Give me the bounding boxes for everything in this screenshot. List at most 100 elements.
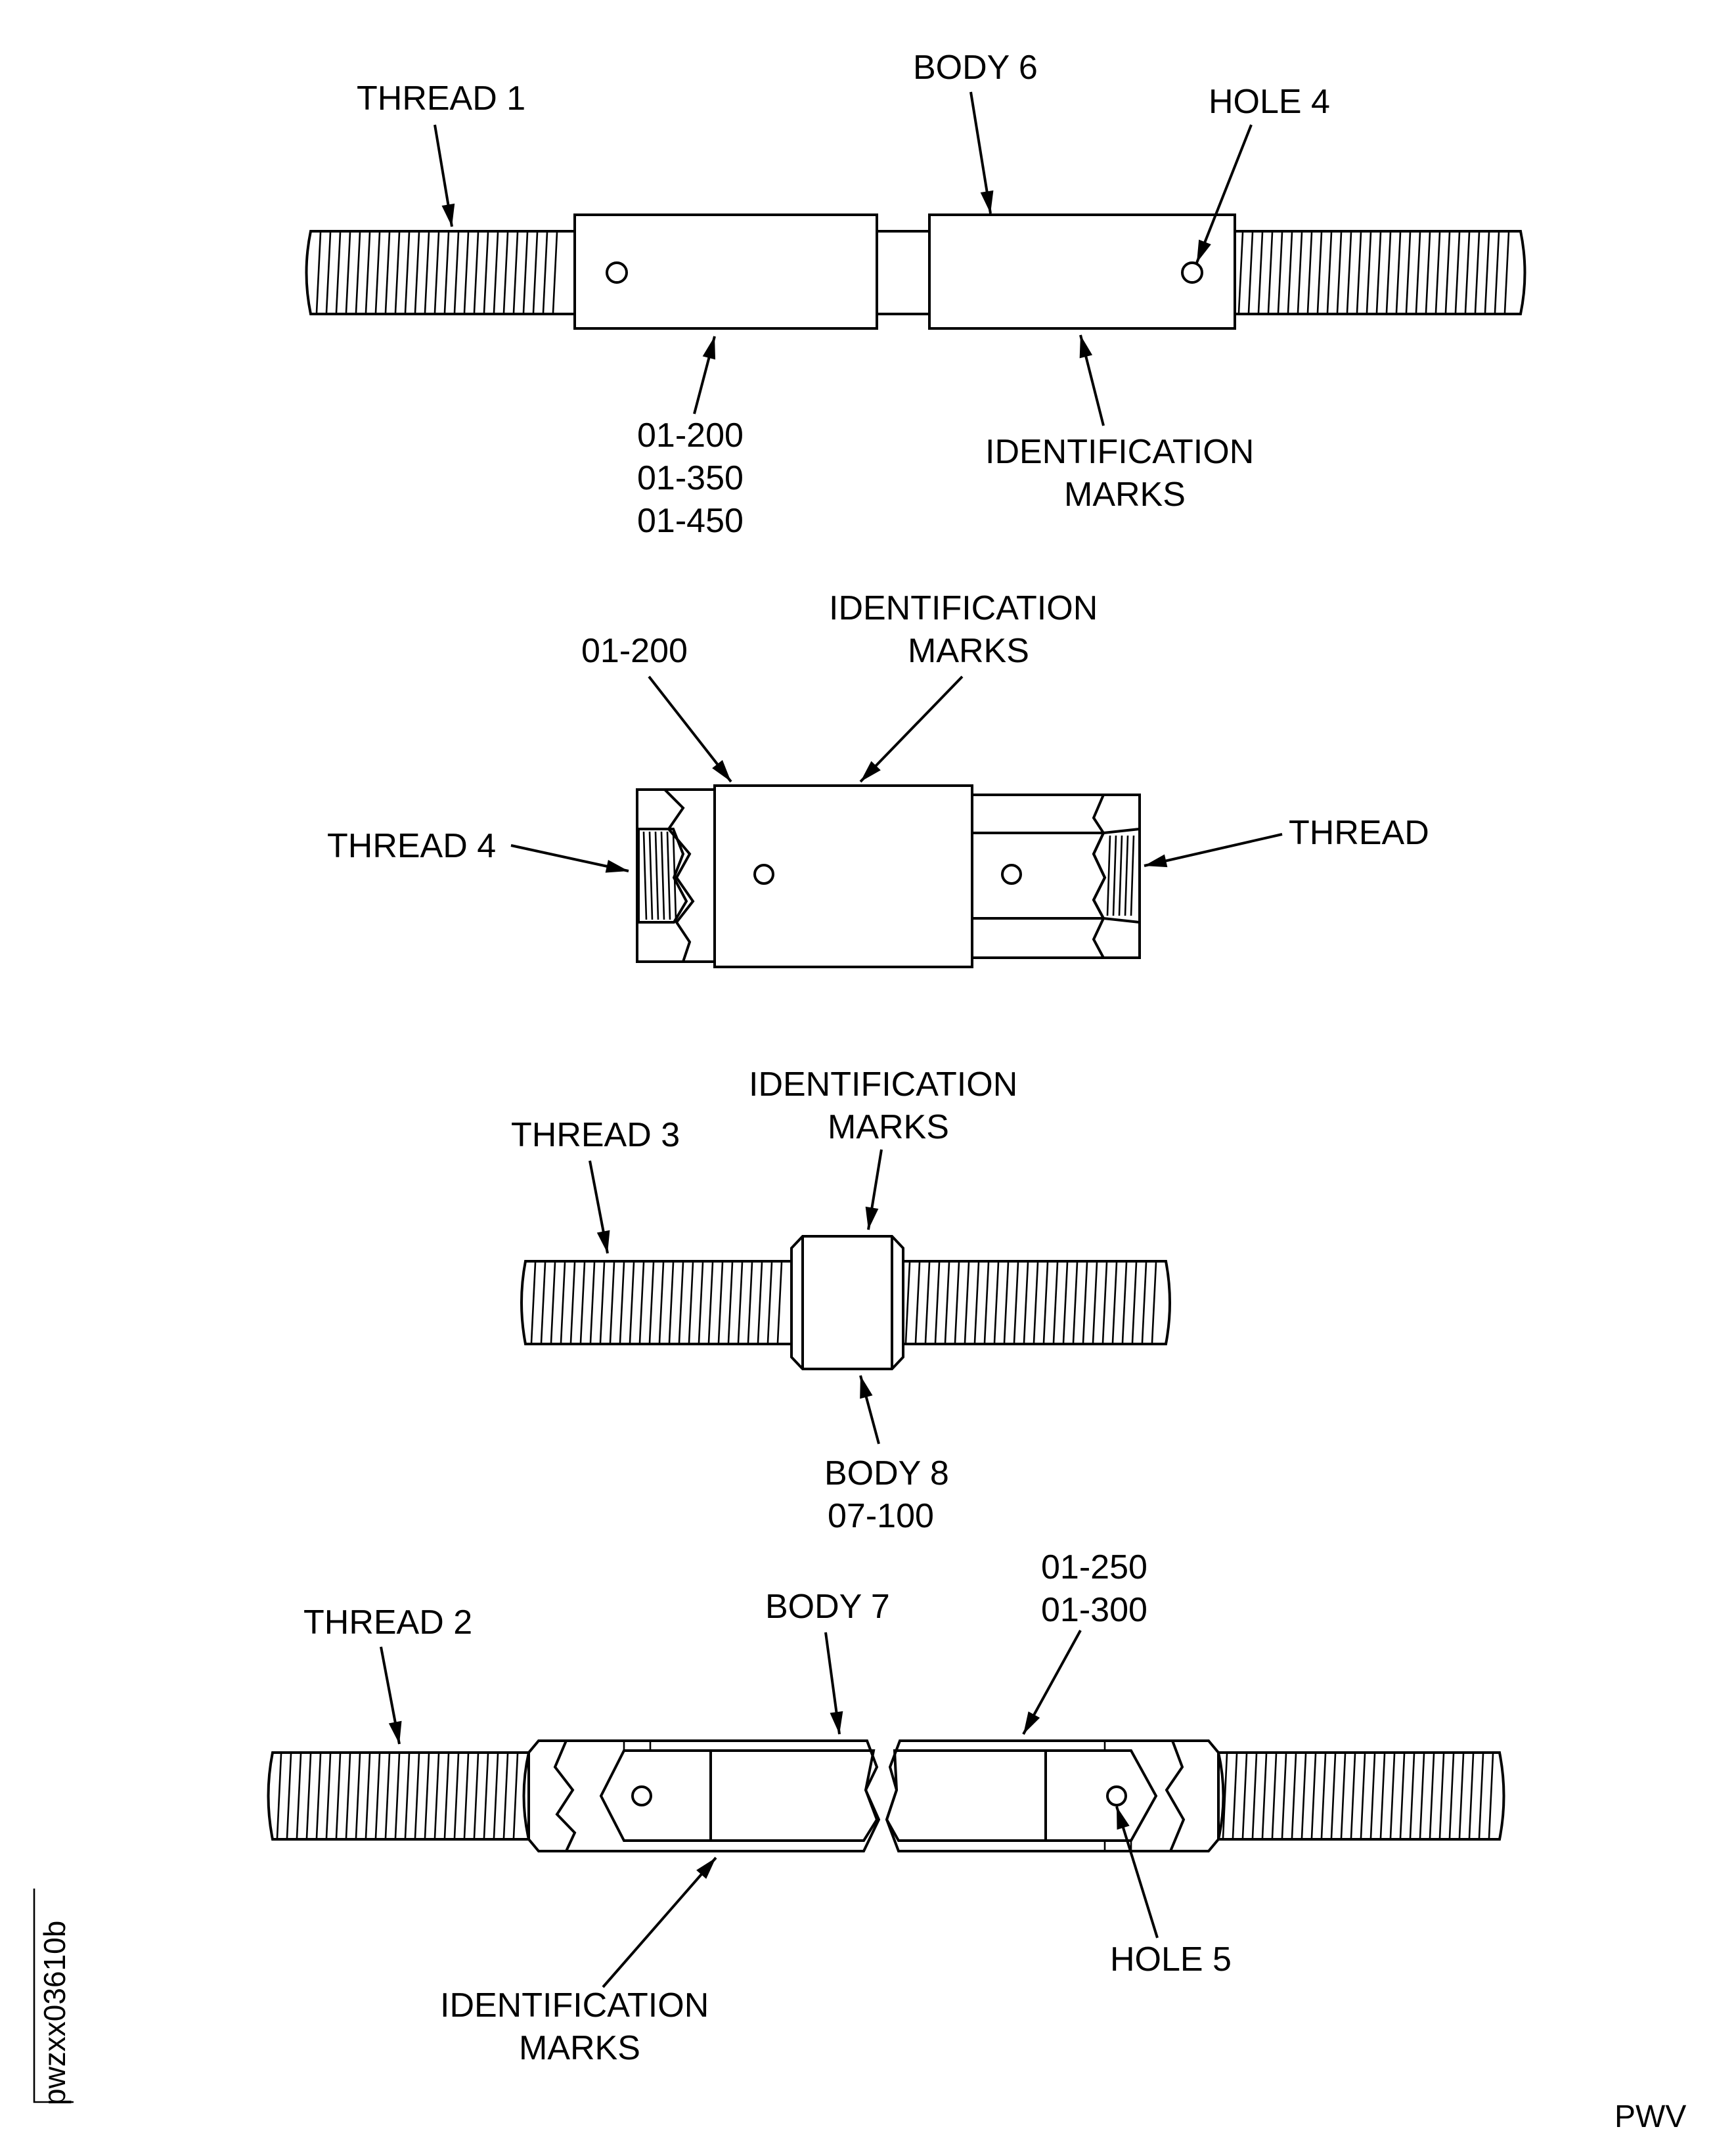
view-1-drawing xyxy=(305,213,1526,330)
thread-line xyxy=(384,232,391,313)
thread-line xyxy=(443,232,450,313)
thread-line xyxy=(315,232,322,313)
view-2-drawing xyxy=(636,784,1141,968)
thread-line xyxy=(560,1262,566,1343)
thread-line xyxy=(672,831,677,920)
thread-line xyxy=(1124,835,1129,916)
hole-body-v2 xyxy=(753,864,774,885)
thread-line xyxy=(1281,1753,1287,1839)
view4-body-label: BODY 7 xyxy=(765,1588,890,1626)
thread-line xyxy=(1316,232,1323,313)
arrowhead xyxy=(596,1230,610,1253)
thread-line xyxy=(1395,232,1402,313)
thread-line xyxy=(394,1753,401,1839)
thread-line xyxy=(473,1753,479,1839)
arrowhead xyxy=(1117,1806,1130,1830)
thread-line xyxy=(579,1262,586,1343)
leader-line xyxy=(1195,124,1253,263)
thread-line xyxy=(1257,232,1264,313)
thread-line xyxy=(315,1753,322,1839)
thread-line xyxy=(619,1262,625,1343)
thread-line xyxy=(335,1753,342,1839)
thread-3-right-outline xyxy=(902,1260,1171,1345)
thread-line xyxy=(512,232,519,313)
view1-thread-label: THREAD 1 xyxy=(357,79,525,118)
thread-line xyxy=(414,1753,420,1839)
thread-line xyxy=(934,1262,941,1343)
view4-marks-line2: MARKS xyxy=(519,2029,640,2067)
thread-line xyxy=(374,1753,381,1839)
thread-1-hatch xyxy=(315,232,558,313)
thread-line xyxy=(1271,1753,1278,1839)
thread-line xyxy=(1336,232,1343,313)
thread-line xyxy=(1023,1262,1029,1343)
thread-line xyxy=(502,232,509,313)
thread-3-right-hatch xyxy=(904,1262,1157,1343)
thread-line xyxy=(1222,1753,1228,1839)
view1-marks-line1: IDENTIFICATION xyxy=(985,433,1254,471)
thread-line xyxy=(668,1262,675,1343)
view3-body-label: BODY 8 xyxy=(824,1454,949,1492)
leader-line xyxy=(1144,833,1283,867)
thread-line xyxy=(1360,1753,1366,1839)
thread-line xyxy=(355,232,361,313)
thread-line xyxy=(522,232,529,313)
view2-marks-line2: MARKS xyxy=(908,632,1029,670)
thread-line xyxy=(629,1262,635,1343)
thread-line xyxy=(550,1262,556,1343)
thread-line xyxy=(642,831,648,920)
thread-line xyxy=(599,1262,606,1343)
view4-hole-label: HOLE 5 xyxy=(1110,1940,1232,1979)
thread-line xyxy=(1247,232,1254,313)
left-break-edge-v4 xyxy=(553,1740,577,1852)
thread-line xyxy=(1112,835,1117,916)
thread-line xyxy=(1464,232,1471,313)
thread-line xyxy=(660,831,665,920)
thread-line xyxy=(1444,232,1451,313)
figure-id: pwzxx03610b xyxy=(37,1920,72,2105)
thread-line xyxy=(512,1753,519,1839)
thread-line xyxy=(1320,1753,1327,1839)
thread-line xyxy=(1261,1753,1268,1839)
thread-line xyxy=(1130,835,1135,916)
arrowhead xyxy=(1023,1711,1040,1734)
thread-line xyxy=(707,1262,714,1343)
corner-mark: PWV xyxy=(1614,2099,1687,2134)
thread-right-outline xyxy=(1234,230,1526,315)
view1-body-label: BODY 6 xyxy=(913,49,1038,87)
thread-right-section-hatch xyxy=(1106,835,1135,916)
thread-line xyxy=(1141,1262,1147,1343)
arrowhead xyxy=(441,203,455,227)
thread-line xyxy=(1106,835,1111,916)
thread-line xyxy=(1232,1753,1238,1839)
thread-line xyxy=(1488,1753,1494,1839)
thread-line xyxy=(1306,232,1313,313)
thread-line xyxy=(434,1753,440,1839)
hole-left-v4 xyxy=(631,1785,652,1806)
thread-1-outline xyxy=(305,230,576,315)
view4-thread-label: THREAD 2 xyxy=(303,1603,472,1642)
leader-line xyxy=(602,1856,717,1988)
thread-line xyxy=(658,1262,665,1343)
thread-line xyxy=(296,1753,302,1839)
thread-line xyxy=(973,1262,980,1343)
thread-line xyxy=(1425,232,1431,313)
thread-line xyxy=(1379,1753,1386,1839)
view1-hole-label: HOLE 4 xyxy=(1209,83,1330,121)
thread-line xyxy=(1369,1753,1376,1839)
thread-line xyxy=(609,1262,615,1343)
arrowhead xyxy=(860,1376,873,1399)
view1-part-1: 01-200 xyxy=(637,416,744,455)
arrowhead xyxy=(865,1206,879,1230)
arrowhead xyxy=(830,1711,843,1734)
thread-line xyxy=(286,1753,292,1839)
thread-line xyxy=(1346,232,1352,313)
thread-line xyxy=(502,1753,509,1839)
thread-line xyxy=(384,1753,391,1839)
thread-line xyxy=(424,1753,430,1839)
left-cap-break-edge xyxy=(663,788,695,962)
thread-line xyxy=(1435,232,1441,313)
view4-part-2: 01-300 xyxy=(1041,1591,1147,1629)
leader-line xyxy=(859,675,964,783)
